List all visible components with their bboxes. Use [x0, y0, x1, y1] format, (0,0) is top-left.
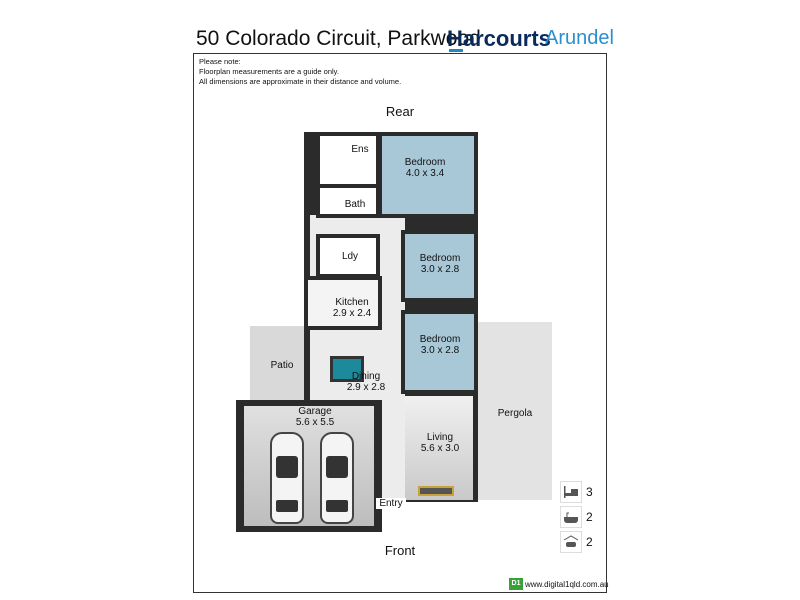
dining-table	[330, 356, 364, 382]
office-name: Arundel	[545, 27, 614, 49]
bed-icon	[560, 481, 582, 503]
front-label: Front	[384, 543, 416, 558]
room-label: Bath	[344, 199, 366, 210]
car-icon	[560, 531, 582, 553]
bath-icon	[560, 506, 582, 528]
note-heading: Please note:	[199, 57, 241, 66]
digital1-logo: D1	[509, 578, 523, 590]
bathroom-count: 2	[586, 510, 593, 524]
room-bath	[316, 184, 380, 218]
bedroom-count: 3	[586, 485, 593, 499]
room-living	[405, 396, 473, 500]
note-line: All dimensions are approximate in their …	[199, 77, 402, 86]
pergola-area	[476, 322, 552, 500]
room-label: Ldy	[341, 251, 359, 262]
room-label: Ens	[351, 144, 369, 155]
rear-label: Rear	[385, 104, 415, 119]
garage-count: 2	[586, 535, 593, 549]
disclaimer-note: Please note: Floorplan measurements are …	[199, 57, 401, 87]
brand-logo: Harcourts	[447, 26, 551, 51]
fireplace	[418, 486, 454, 496]
room-label: Patio	[270, 360, 294, 371]
room-kitchen	[304, 276, 382, 330]
car-icon	[270, 432, 304, 524]
floorplan-frame	[193, 53, 607, 593]
room-label: Pergola	[497, 408, 533, 419]
property-address: 50 Colorado Circuit, Parkwood	[196, 27, 481, 50]
website-link[interactable]: www.digital1qld.com.au	[525, 580, 609, 589]
room-bedroom-1	[378, 132, 478, 218]
room-bedroom-3	[401, 310, 478, 394]
room-bedroom-2	[401, 230, 478, 302]
car-icon	[320, 432, 354, 524]
brand-underline	[449, 49, 463, 52]
patio-area	[250, 326, 314, 402]
note-line: Floorplan measurements are a guide only.	[199, 67, 339, 76]
room-ensuite	[316, 132, 380, 188]
room-label: Entry	[376, 498, 406, 509]
